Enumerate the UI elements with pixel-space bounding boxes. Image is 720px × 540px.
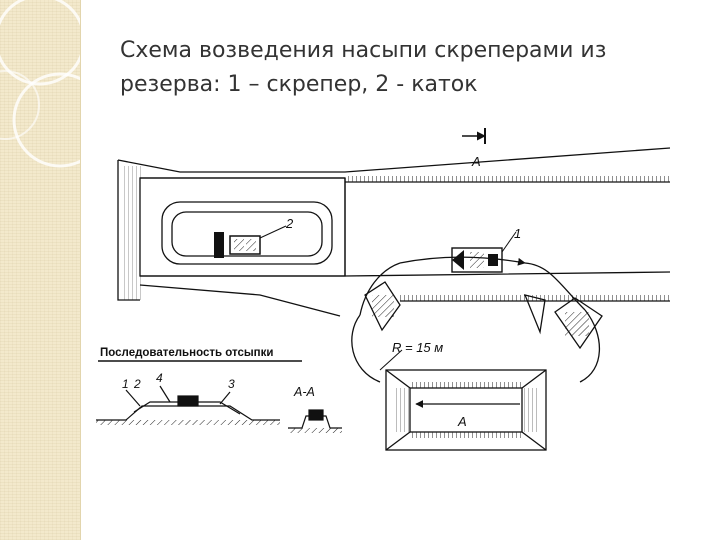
section-title: A-A bbox=[293, 385, 315, 399]
embankment-plan bbox=[117, 147, 671, 317]
decorative-rings bbox=[0, 0, 80, 168]
roller-vehicle: 2 bbox=[214, 216, 294, 258]
sequence-label-4: 4 bbox=[156, 371, 163, 385]
section-marker-top: A bbox=[462, 128, 486, 169]
sequence-section: Последовательность отсыпки 1 2 4 3 bbox=[96, 347, 302, 425]
callout-roller: 2 bbox=[285, 216, 294, 231]
sequence-label-3: 3 bbox=[228, 377, 235, 391]
scraper-scheme-diagram: A 2 1 R = 15 м bbox=[96, 128, 671, 451]
entry-ramps bbox=[364, 281, 603, 350]
radius-label: R = 15 м bbox=[392, 340, 443, 355]
section-marker-label: A bbox=[471, 154, 481, 169]
decorative-left-strip bbox=[0, 0, 81, 540]
sequence-label-1: 1 bbox=[122, 377, 129, 391]
callout-scraper: 1 bbox=[514, 226, 521, 241]
slide-title: Схема возведения насыпи скреперами из ре… bbox=[120, 38, 607, 97]
section-a-a: A-A bbox=[288, 385, 342, 433]
sequence-label-2: 2 bbox=[133, 377, 141, 391]
sequence-heading: Последовательность отсыпки bbox=[100, 347, 273, 359]
scraper-vehicle: 1 bbox=[451, 226, 521, 273]
reserve-label: A bbox=[457, 414, 467, 429]
radius-annotation: R = 15 м bbox=[379, 340, 443, 371]
reserve-pit: A bbox=[385, 369, 547, 451]
